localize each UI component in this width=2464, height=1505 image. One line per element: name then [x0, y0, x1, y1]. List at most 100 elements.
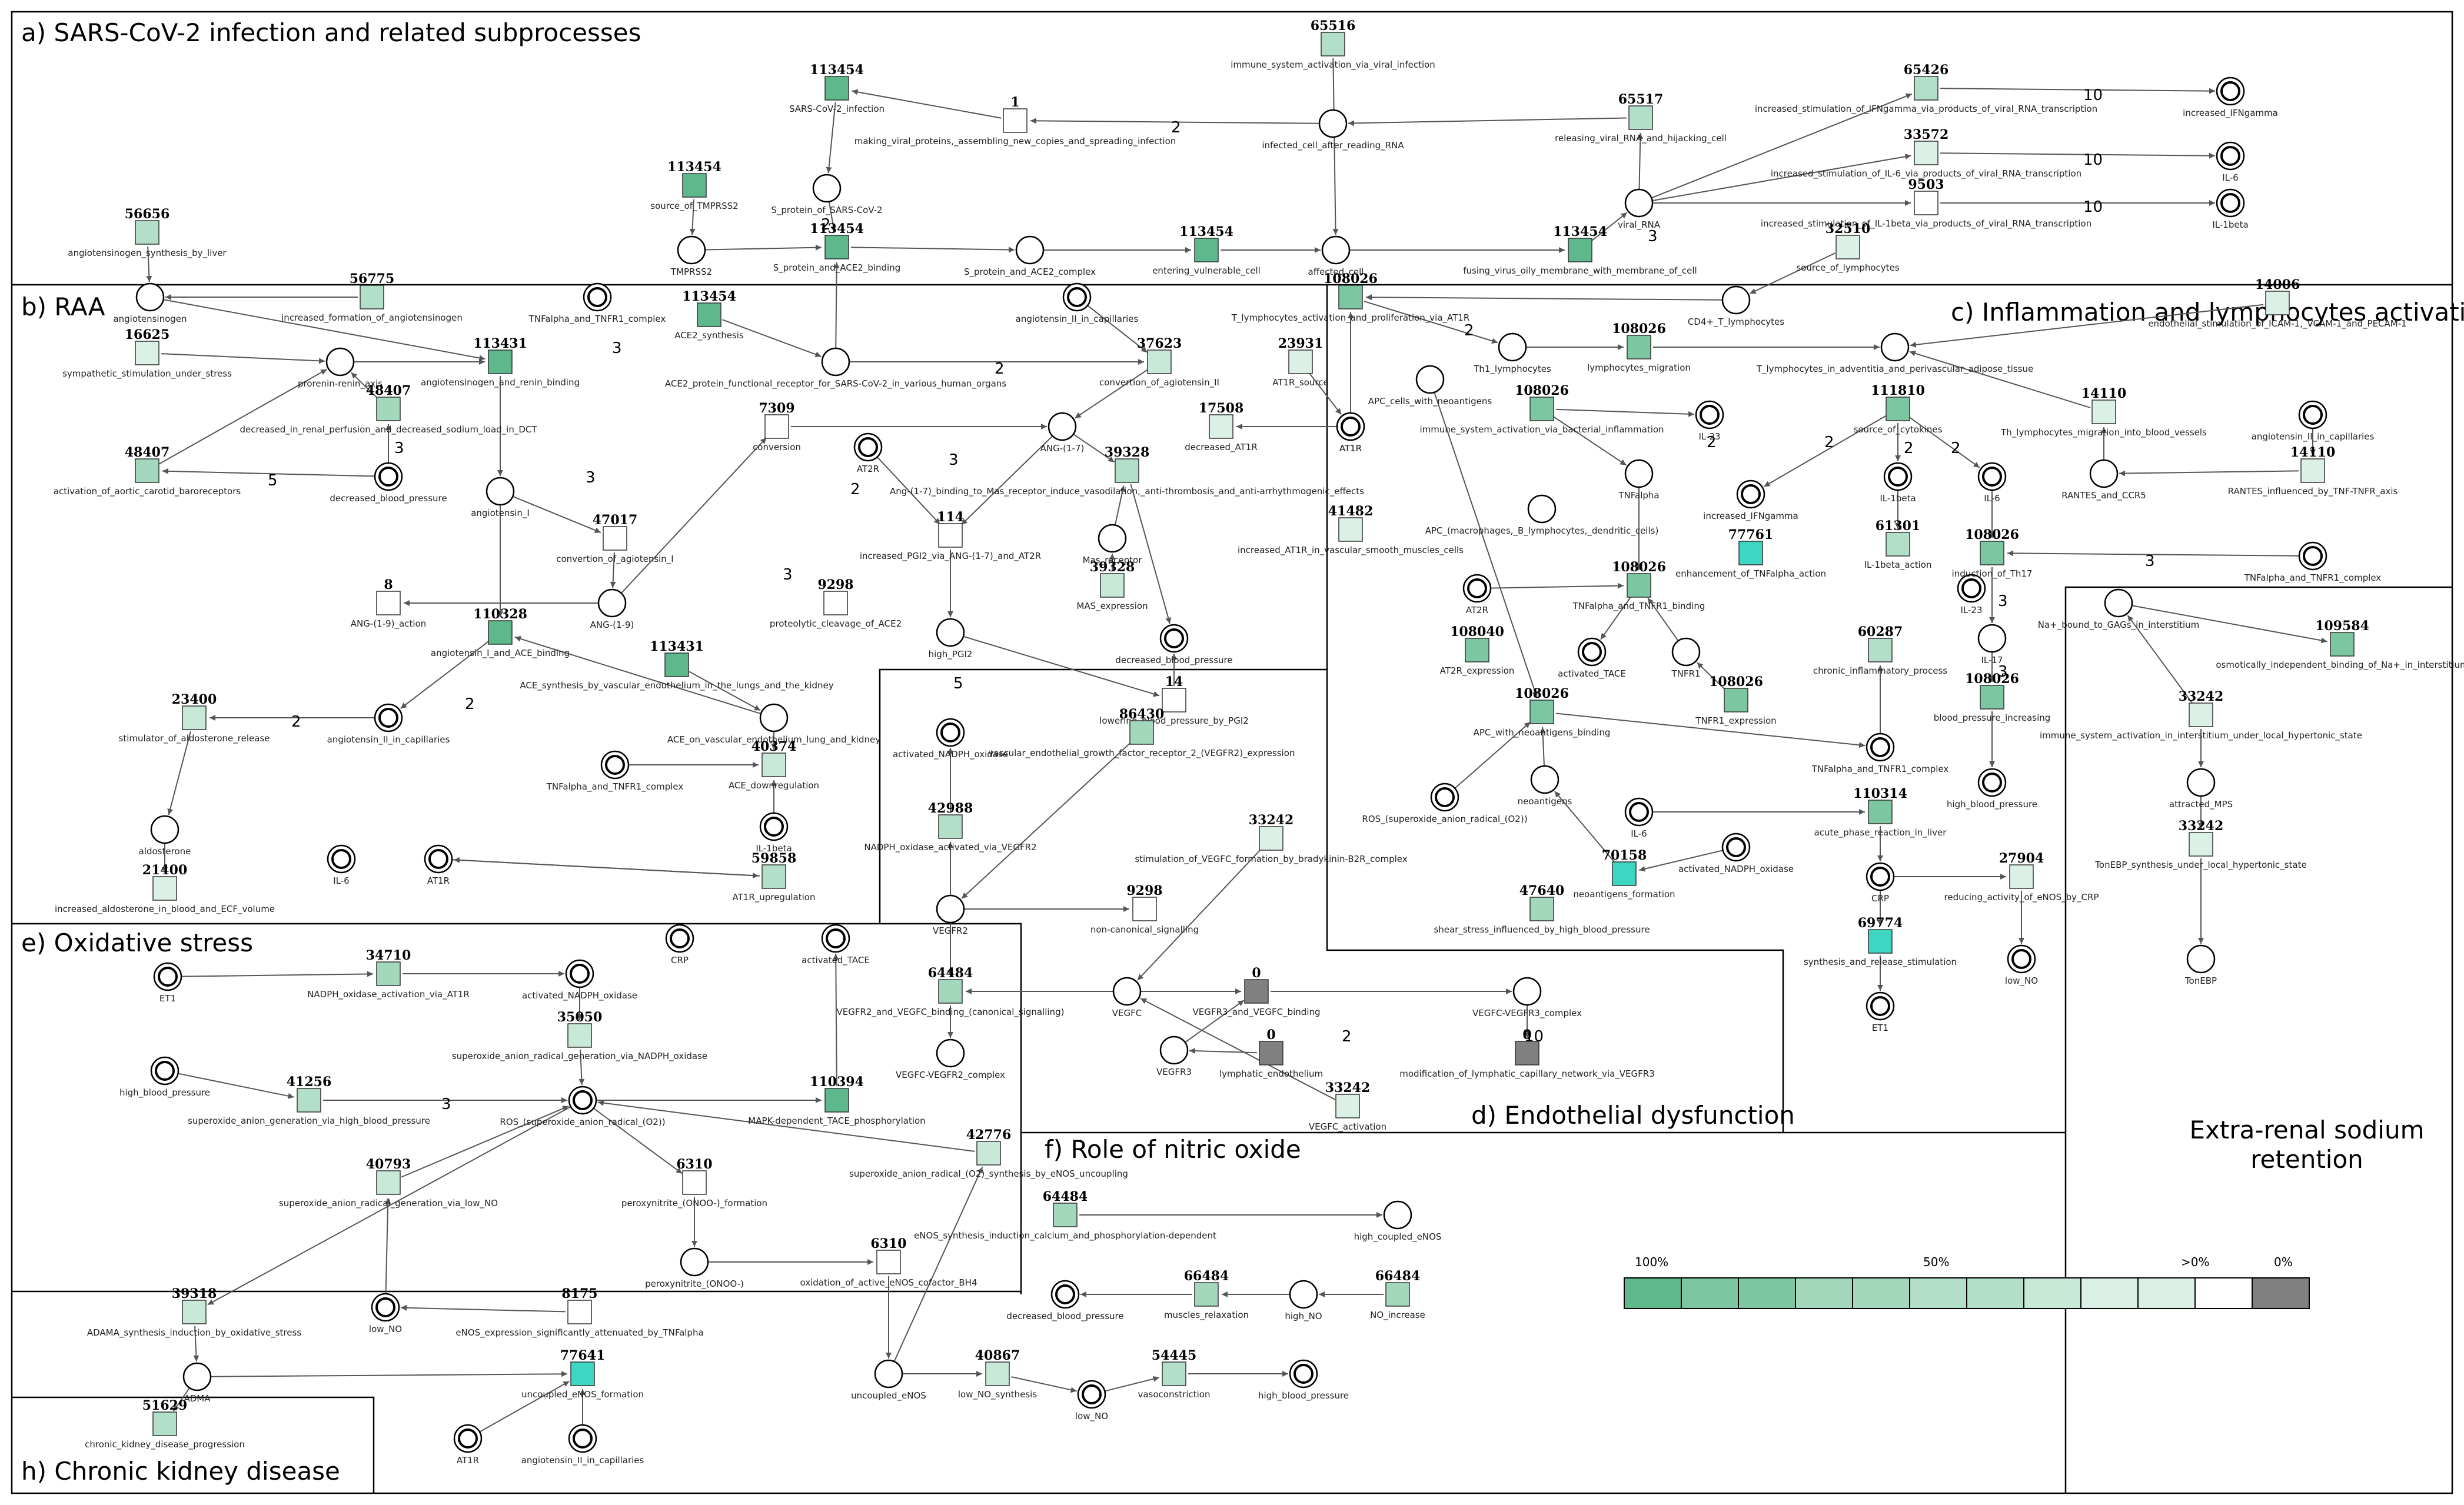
place: IL-6: [1624, 797, 1654, 839]
transition-label: enhancement_of_TNFalpha_action: [1675, 568, 1826, 580]
place-label: IL-1beta: [1880, 493, 1916, 504]
arc: [1348, 117, 1627, 126]
arc: [1491, 582, 1624, 589]
place: TMPRSS2: [670, 235, 712, 277]
transition-value: 111810: [1871, 383, 1925, 398]
arc: [1555, 408, 1695, 417]
place-label: ACE2_protein_functional_receptor_for_SAR…: [665, 378, 1006, 389]
place-label: activated_TACE: [1558, 668, 1626, 680]
transition: 39328Ang-(1-7)_binding_to_Mas_receptor_i…: [890, 445, 1364, 497]
transition-label: releasing_viral_RNA_and_hijacking_cell: [1555, 133, 1727, 144]
transition-box: [2009, 864, 2034, 889]
place-circle: [1112, 977, 1142, 1006]
place-inner-ring: [2011, 949, 2031, 969]
transition: 33242stimulation_of_VEGFC_formation_by_b…: [1135, 813, 1407, 865]
transition-box: [1914, 141, 1938, 165]
transition-box: [376, 591, 401, 615]
transition-label: angiotensin_I_and_ACE_binding: [431, 648, 570, 659]
transition: 41482increased_AT1R_in_vascular_smooth_m…: [1238, 504, 1464, 556]
transition-box: [1209, 414, 1233, 439]
arc: [400, 1304, 566, 1313]
transition-value: 66484: [1184, 1268, 1229, 1284]
transition-box: [938, 523, 963, 548]
transition-label: VEGFC_activation: [1309, 1121, 1386, 1133]
transition-label: osmotically_independent_binding_of_Na+_i…: [2216, 660, 2464, 671]
place-circle: [936, 618, 965, 647]
place-label: high_coupled_eNOS: [1354, 1231, 1442, 1243]
transition-label: ACE_downregulation: [729, 780, 819, 791]
transition-label: superoxide_anion_generation_via_high_blo…: [188, 1116, 430, 1127]
arc: [689, 671, 761, 711]
place-circle: [182, 1362, 212, 1391]
place: activated_NADPH_oxidase: [522, 959, 637, 1001]
arc: [1652, 154, 1911, 201]
place-inner-ring: [1870, 737, 1890, 757]
transition-box: [876, 1250, 901, 1274]
arc: [178, 1073, 294, 1099]
transition-value: 17508: [1199, 401, 1244, 416]
place: TonEBP: [2184, 944, 2217, 986]
transition: 65426increased_stimulation_of_IFNgamma_v…: [1755, 62, 2097, 115]
arc: [1908, 417, 1980, 468]
place-circle: [2186, 768, 2216, 797]
place-label: decreased_blood_pressure: [1115, 655, 1232, 666]
place-label: low_NO: [369, 1324, 402, 1335]
arc: [146, 246, 152, 282]
transition-label: vasoconstriction: [1138, 1389, 1210, 1400]
transition-label: ACE2_synthesis: [674, 330, 744, 341]
arc: [1140, 998, 1336, 1100]
place-inner-ring: [1082, 1384, 1102, 1404]
place-circle: [2186, 944, 2216, 974]
place-circle: [2104, 588, 2133, 618]
arc-weight: 3: [949, 451, 959, 469]
transition-box: [1612, 861, 1637, 886]
arc: [1434, 392, 1538, 698]
place: AT2R: [1462, 574, 1492, 615]
transition-label: shear_stress_influenced_by_high_blood_pr…: [1434, 924, 1650, 935]
transition-value: 64484: [1043, 1189, 1088, 1204]
place-label: activated_TACE: [802, 955, 870, 966]
transition-box: [664, 652, 689, 677]
place: decreased_blood_pressure: [1006, 1280, 1124, 1322]
arc-weight: 3: [586, 469, 596, 487]
place-label: RANTES_and_CCR5: [2061, 490, 2146, 501]
transition-value: 40793: [366, 1157, 411, 1172]
arc: [159, 368, 327, 465]
place-inner-ring: [1961, 578, 1981, 598]
transition-value: 6310: [676, 1157, 712, 1172]
place: low_NO: [2005, 944, 2038, 987]
place-circle: [1624, 188, 1654, 218]
transition-value: 40374: [751, 739, 797, 754]
place-label: high_blood_pressure: [1258, 1390, 1349, 1401]
place: angiotensin_I: [471, 477, 530, 519]
region-title-g-line2: retention: [2250, 1145, 2363, 1174]
legend-swatch: [1852, 1277, 1910, 1309]
transition-label: chronic_kidney_disease_progression: [85, 1439, 245, 1450]
transition-box: [682, 173, 707, 198]
transition-value: 1: [1010, 95, 1019, 110]
place: high_coupled_eNOS: [1354, 1200, 1442, 1243]
place-label: activated_NADPH_oxidase: [522, 990, 637, 1001]
place-inner-ring: [1982, 467, 2002, 487]
place-label: AT2R: [857, 464, 879, 474]
place: IL-17: [1977, 624, 2007, 665]
transition-value: 86430: [1119, 707, 1165, 722]
place-label: increased_IFNgamma: [1703, 511, 1798, 522]
arc: [480, 1380, 570, 1433]
transition-value: 108026: [1612, 321, 1666, 337]
place: ACE2_protein_functional_receptor_for_SAR…: [665, 347, 1006, 389]
transition-label: superoxide_anion_radical_generation_via_…: [279, 1198, 498, 1209]
place: RANTES_and_CCR5: [2061, 459, 2146, 501]
place: ROS_(superoxide_anion_radical_(O2)): [500, 1086, 666, 1128]
region-title-b: b) RAA: [21, 292, 105, 321]
place-inner-ring: [155, 1061, 175, 1081]
